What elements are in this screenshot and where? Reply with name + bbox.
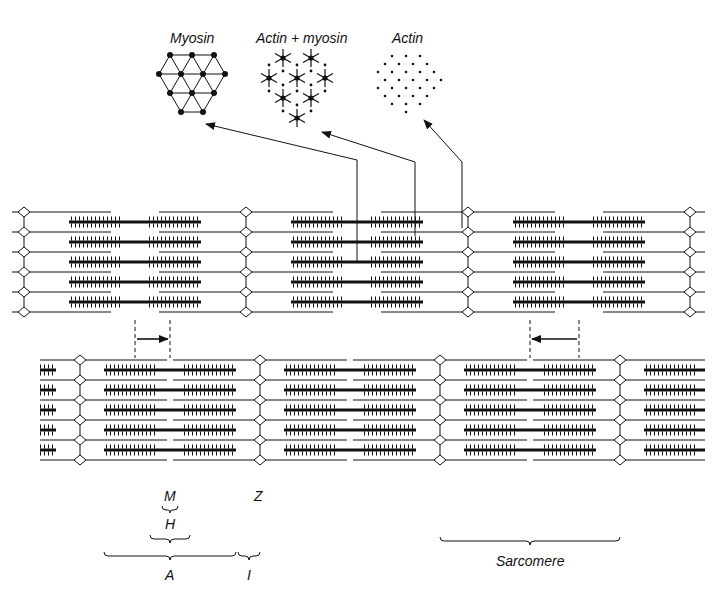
band-label: Z bbox=[254, 488, 263, 504]
lattice-label: Actin bbox=[392, 30, 423, 46]
contracted-myofibril bbox=[40, 355, 705, 465]
shift-arrows bbox=[135, 320, 579, 358]
band-label: M bbox=[164, 488, 176, 504]
sarcomere-label: Sarcomere bbox=[496, 553, 564, 569]
actin-myosin-lattice bbox=[261, 49, 333, 127]
band-braces bbox=[104, 506, 620, 560]
band-label: H bbox=[165, 516, 175, 532]
band-label: I bbox=[247, 567, 251, 583]
lattice-label: Myosin bbox=[170, 30, 214, 46]
relaxed-myofibril bbox=[12, 207, 705, 317]
lattice-label: Actin + myosin bbox=[256, 30, 347, 46]
myosin-lattice bbox=[156, 52, 228, 115]
band-label: A bbox=[165, 567, 174, 583]
actin-lattice bbox=[377, 55, 443, 114]
